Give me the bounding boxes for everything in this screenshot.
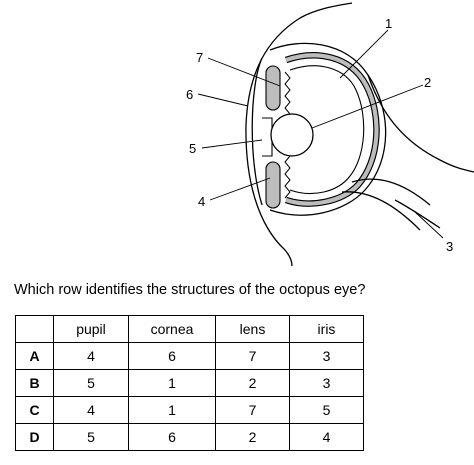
outer-body-top-curve: [299, 2, 353, 19]
optic-nerve: [341, 178, 441, 231]
table-cell: 6: [128, 342, 216, 370]
table-cell: 1: [128, 396, 216, 424]
upper-iris: [265, 65, 281, 111]
table-cell: 7: [215, 396, 290, 424]
label-2: 2: [424, 75, 431, 90]
table-cell: 6: [128, 423, 216, 451]
lower-ciliary: [284, 155, 291, 199]
row-key: B: [15, 369, 54, 397]
table-row: D 5 6 2 4: [15, 423, 364, 451]
label-1: 1: [385, 16, 392, 31]
lens: [270, 113, 314, 157]
table-row: A 4 6 7 3: [15, 342, 364, 370]
eyeball-outline: [269, 42, 387, 216]
table-header-row: pupil cornea lens iris: [15, 315, 364, 343]
retina-band-fill: [285, 53, 379, 206]
label-6: 6: [186, 87, 193, 102]
outer-body-outline: [245, 17, 301, 267]
header-cornea: cornea: [128, 315, 216, 343]
header-pupil: pupil: [53, 315, 129, 343]
table-cell: 4: [289, 423, 364, 451]
table-cell: 2: [215, 369, 290, 397]
inner-chamber: [289, 65, 365, 195]
table-cell: 5: [53, 423, 129, 451]
label-5: 5: [189, 141, 196, 156]
label-3: 3: [446, 239, 453, 254]
body-right-curve: [367, 74, 474, 173]
answer-table: pupil cornea lens iris A 4 6 7 3 B 5 1 2…: [15, 315, 364, 451]
table-cell: 5: [289, 396, 364, 424]
cornea-outline: [251, 57, 263, 206]
table-cell: 4: [53, 342, 129, 370]
octopus-eye-diagram: 1 2 3 4 5 6 7: [186, 2, 474, 267]
table-cell: 3: [289, 342, 364, 370]
table-row: B 5 1 2 3: [15, 369, 364, 397]
row-key: D: [15, 423, 54, 451]
question-text: Which row identifies the structures of t…: [14, 282, 366, 298]
row-key: A: [15, 342, 54, 370]
table-cell: 7: [215, 342, 290, 370]
header-lens: lens: [215, 315, 290, 343]
upper-ciliary: [284, 71, 291, 115]
table-cell: 1: [128, 369, 216, 397]
table-cell: 5: [53, 369, 129, 397]
header-iris: iris: [289, 315, 364, 343]
label-4: 4: [198, 194, 205, 209]
table-cell: 2: [215, 423, 290, 451]
table-cell: 3: [289, 369, 364, 397]
header-blank-cell: [15, 315, 54, 343]
label-7: 7: [196, 50, 203, 65]
table-cell: 4: [53, 396, 129, 424]
lower-iris: [265, 161, 281, 209]
row-key: C: [15, 396, 54, 424]
table-row: C 4 1 7 5: [15, 396, 364, 424]
